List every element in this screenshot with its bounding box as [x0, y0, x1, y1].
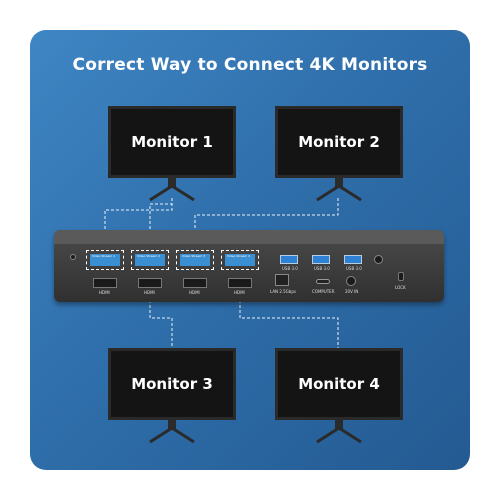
hdmi-port-4: [228, 278, 252, 288]
usb-c-computer-port: [316, 279, 330, 284]
power-in-port: [346, 276, 356, 286]
dp-port-label: Video Stream 4: [227, 254, 251, 258]
usb-label: USB 3.0: [346, 266, 362, 271]
monitor-feet: [149, 428, 195, 444]
hdmi-port-1: [93, 278, 117, 288]
monitor-screen: Monitor 3: [108, 348, 236, 420]
hdmi-label: HDMI: [234, 290, 245, 295]
monitor-feet: [316, 186, 362, 202]
diagram-title: Correct Way to Connect 4K Monitors: [72, 55, 428, 75]
dp-port-fill: [135, 254, 165, 266]
usb-port-3: [344, 255, 362, 264]
dp-port-label: Video Stream 2: [137, 254, 161, 258]
monitor-feet: [149, 186, 195, 202]
dp-port-fill: [90, 254, 120, 266]
usb-port-2: [312, 255, 330, 264]
dp-port-label: Video Stream 1: [92, 254, 116, 258]
monitor-2: Monitor 2: [275, 106, 403, 206]
computer-label: COMPUTER: [312, 289, 335, 294]
ethernet-port: [275, 274, 289, 286]
monitor-label: Monitor 3: [131, 375, 213, 393]
dp-port-3: Video Stream 3: [176, 250, 214, 270]
usb-label: USB 3.0: [282, 266, 298, 271]
monitor-stand: [335, 178, 343, 188]
docking-station: Video Stream 1 Video Stream 2 Video Stre…: [54, 230, 444, 302]
monitor-1: Monitor 1: [108, 106, 236, 206]
monitor-label: Monitor 4: [298, 375, 380, 393]
usb-label: USB 3.0: [314, 266, 330, 271]
monitor-stand: [168, 178, 176, 188]
lock-label: LOCK: [395, 285, 406, 290]
lan-label: LAN 2.5Gbps: [270, 289, 296, 294]
monitor-3: Monitor 3: [108, 348, 236, 448]
link-monitor-1b: [149, 198, 173, 250]
dock-top-edge: [54, 230, 444, 244]
monitor-screen: Monitor 1: [108, 106, 236, 178]
dp-port-2: Video Stream 2: [131, 250, 169, 270]
dp-port-4: Video Stream 4: [221, 250, 259, 270]
hdmi-label: HDMI: [99, 290, 110, 295]
link-monitor-4: [239, 270, 339, 350]
hdmi-label: HDMI: [144, 290, 155, 295]
dp-port-fill: [180, 254, 210, 266]
monitor-label: Monitor 2: [298, 133, 380, 151]
monitor-4: Monitor 4: [275, 348, 403, 448]
usb-port-1: [280, 255, 298, 264]
power-label: 20V IN: [345, 289, 359, 294]
monitor-screen: Monitor 2: [275, 106, 403, 178]
monitor-feet: [316, 428, 362, 444]
power-button-icon: [374, 255, 383, 264]
monitor-stand: [335, 420, 343, 430]
monitor-label: Monitor 1: [131, 133, 213, 151]
dp-port-label: Video Stream 3: [182, 254, 206, 258]
monitor-screen: Monitor 4: [275, 348, 403, 420]
hdmi-port-2: [138, 278, 162, 288]
hdmi-port-3: [183, 278, 207, 288]
indicator-dot: [70, 254, 76, 260]
monitor-stand: [168, 420, 176, 430]
dp-port-1: Video Stream 1: [86, 250, 124, 270]
dp-port-fill: [225, 254, 255, 266]
lock-slot-icon: [398, 272, 404, 281]
link-monitor-3: [149, 270, 173, 350]
hdmi-label: HDMI: [189, 290, 200, 295]
